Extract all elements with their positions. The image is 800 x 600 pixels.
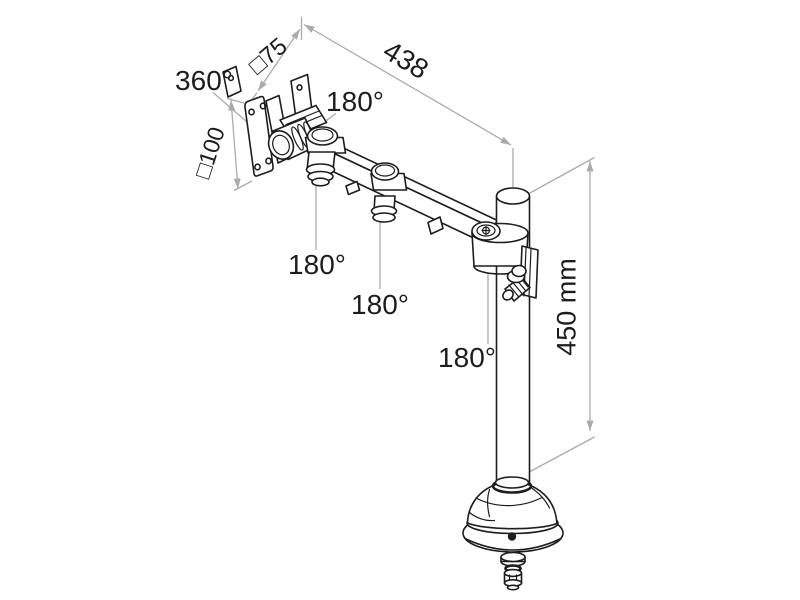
label-vesa-100: □100 (189, 124, 230, 182)
vesa-plate (244, 95, 274, 177)
base-bolt (500, 551, 526, 591)
label-rotation-mid-180: 180° (351, 289, 409, 320)
extension-line-450-bottom (517, 436, 595, 479)
vesa-hole (265, 157, 272, 165)
base-screw-dot (507, 532, 517, 541)
extension-line-100-bottom (233, 180, 253, 192)
label-rotation-pole-180: 180° (438, 342, 496, 373)
arm-joint-1 (304, 126, 347, 187)
label-vesa-75: □75 (244, 33, 293, 80)
label-pole-height-450: 450 mm (552, 258, 582, 356)
label-rotation-elbow-180: 180° (288, 249, 346, 280)
grommet-base (462, 476, 564, 591)
dim-line-vesa-75 (257, 28, 301, 92)
label-swivel-360: 360° (175, 65, 233, 96)
label-rotation-head-180: 180° (326, 86, 384, 117)
dim-line-arm-length-438 (303, 23, 512, 146)
label-arm-length-438: 438 (378, 35, 434, 86)
vesa-hole (259, 102, 267, 110)
dim-line-vesa-100 (228, 99, 241, 190)
cable-clip (427, 216, 444, 235)
arm-joint-2 (370, 162, 408, 223)
leader-swivel-360 (212, 92, 248, 123)
dimension-labels: 360° □75 438 180° □100 180° 180° 180° 45… (175, 33, 581, 373)
vesa-hole (254, 163, 261, 171)
arm-joint-3-cap (471, 221, 501, 241)
vesa-hole (248, 108, 255, 116)
monitor-arm-product (222, 65, 564, 591)
extension-line-100-top (226, 97, 245, 104)
dimension-lines (212, 17, 595, 479)
bracket-strap-left (222, 65, 242, 98)
cable-clip (345, 180, 361, 196)
extension-line-450-top (518, 156, 595, 200)
clamp-knob (502, 264, 531, 302)
